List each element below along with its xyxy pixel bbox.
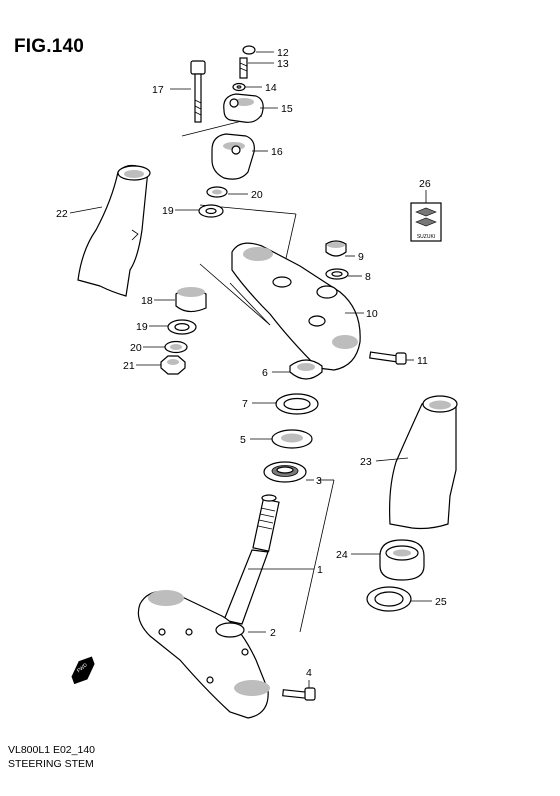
part-15-upper-clamp bbox=[223, 93, 264, 123]
part-8-washer bbox=[325, 268, 349, 280]
callout-leader-lines bbox=[69, 51, 432, 688]
callout-15: 15 bbox=[281, 103, 293, 115]
part-25-washer bbox=[366, 586, 412, 612]
callout-10: 10 bbox=[366, 308, 378, 320]
callout-16: 16 bbox=[271, 146, 283, 158]
part-20-upper-washer bbox=[206, 186, 228, 198]
forward-direction-marker: FWD bbox=[71, 656, 95, 685]
part-6-nut bbox=[289, 359, 323, 380]
figure-code: VL800L1 E02_140 bbox=[8, 744, 95, 756]
callout-5: 5 bbox=[240, 434, 246, 446]
callout-25: 25 bbox=[435, 596, 447, 608]
figure-title: FIG.140 bbox=[14, 36, 85, 57]
part-24-ring-nut bbox=[379, 539, 425, 581]
callout-12: 12 bbox=[277, 47, 289, 59]
callout-14: 14 bbox=[265, 82, 277, 94]
callout-18: 18 bbox=[141, 295, 153, 307]
part-11-bolt bbox=[369, 351, 407, 365]
part-21-nut bbox=[160, 355, 186, 375]
part-12-cap bbox=[242, 45, 256, 55]
callout-1: 1 bbox=[317, 564, 323, 576]
callout-3: 3 bbox=[316, 475, 322, 487]
part-13-screw bbox=[239, 57, 248, 79]
callout-23: 23 bbox=[360, 456, 372, 468]
callout-20a: 20 bbox=[251, 189, 263, 201]
part-19-lower-washer bbox=[167, 319, 197, 335]
callout-17: 17 bbox=[152, 84, 164, 96]
callout-19a: 19 bbox=[162, 205, 174, 217]
callout-26: 26 bbox=[419, 178, 431, 190]
part-10-upper-bracket bbox=[231, 242, 361, 371]
callout-20b: 20 bbox=[130, 342, 142, 354]
part-3-bearing bbox=[263, 461, 307, 483]
part-14-washer bbox=[232, 82, 246, 92]
callout-8: 8 bbox=[365, 271, 371, 283]
callout-7: 7 bbox=[242, 398, 248, 410]
part-16-lower-clamp bbox=[211, 133, 255, 180]
part-9-cap bbox=[325, 240, 347, 257]
callout-13: 13 bbox=[277, 58, 289, 70]
callout-24: 24 bbox=[336, 549, 348, 561]
callout-4: 4 bbox=[306, 667, 312, 679]
callout-6: 6 bbox=[262, 367, 268, 379]
callout-numbers: 12 13 14 15 16 17 20 19 22 26 9 8 10 11 … bbox=[56, 47, 447, 679]
callout-22: 22 bbox=[56, 208, 68, 220]
callout-2: 2 bbox=[270, 627, 276, 639]
emblem-text: SUZUKI bbox=[417, 234, 435, 240]
part-17-bolt bbox=[190, 60, 206, 123]
part-7-seal bbox=[275, 393, 319, 415]
callout-19b: 19 bbox=[136, 321, 148, 333]
part-20-lower-washer bbox=[164, 340, 188, 354]
callout-11: 11 bbox=[417, 355, 428, 367]
part-4-bolt bbox=[282, 687, 316, 701]
part-22-fork-cover bbox=[77, 164, 151, 297]
part-18-collar bbox=[175, 287, 207, 313]
callout-9: 9 bbox=[358, 251, 364, 263]
part-5-bearing bbox=[271, 429, 313, 449]
part-1-steering-stem bbox=[137, 494, 280, 719]
figure-caption: STEERING STEM bbox=[8, 758, 94, 770]
part-19-upper-washer bbox=[198, 204, 224, 218]
part-26-emblem: SUZUKI bbox=[410, 202, 442, 242]
part-23-fork-cover bbox=[389, 395, 458, 530]
callout-21: 21 bbox=[123, 360, 135, 372]
